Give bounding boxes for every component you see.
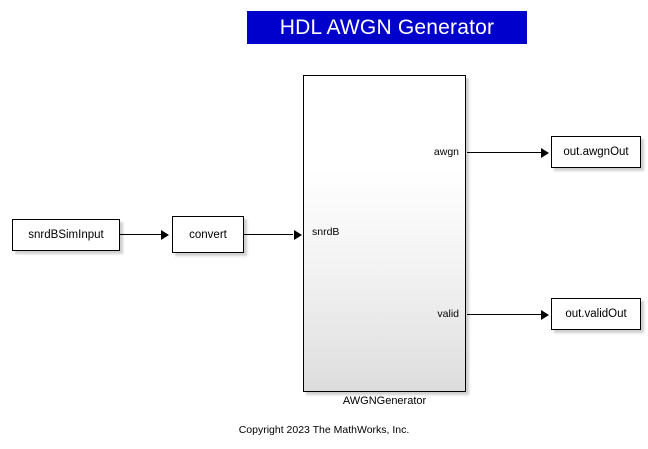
port-label-snrdb: snrdB xyxy=(312,226,340,238)
arrow-head-icon-awgn-out-input xyxy=(541,148,549,158)
arrow-head-icon-convert-input xyxy=(161,230,169,240)
arrow-head-icon-subsystem-input xyxy=(294,230,302,240)
signal-line-valid-to-sink xyxy=(467,314,541,315)
block-awgn-generator-subsystem[interactable]: snrdB awgn valid xyxy=(303,75,466,392)
block-convert[interactable]: convert xyxy=(172,216,244,253)
block-label-out-awgn-out: out.awgnOut xyxy=(563,146,629,158)
block-label-convert: convert xyxy=(189,228,227,241)
signal-line-source-to-convert xyxy=(120,234,162,235)
signal-line-convert-to-subsystem xyxy=(244,234,293,235)
block-out-valid-out[interactable]: out.validOut xyxy=(551,298,641,330)
diagram-title-banner: HDL AWGN Generator xyxy=(247,11,527,44)
copyright-notice: Copyright 2023 The MathWorks, Inc. xyxy=(238,424,410,436)
block-label-snrdb-sim-input: snrdBSimInput xyxy=(28,229,104,241)
block-caption-awgn-generator: AWGNGenerator xyxy=(342,395,427,407)
block-snrdb-sim-input[interactable]: snrdBSimInput xyxy=(12,219,120,251)
page-title: HDL AWGN Generator xyxy=(279,15,495,39)
block-out-awgn-out[interactable]: out.awgnOut xyxy=(551,136,641,168)
block-label-out-valid-out: out.validOut xyxy=(565,308,627,320)
arrow-head-icon-valid-out-input xyxy=(541,310,549,320)
port-label-valid: valid xyxy=(437,308,459,320)
signal-line-awgn-to-sink xyxy=(467,152,541,153)
port-label-awgn: awgn xyxy=(433,146,459,158)
